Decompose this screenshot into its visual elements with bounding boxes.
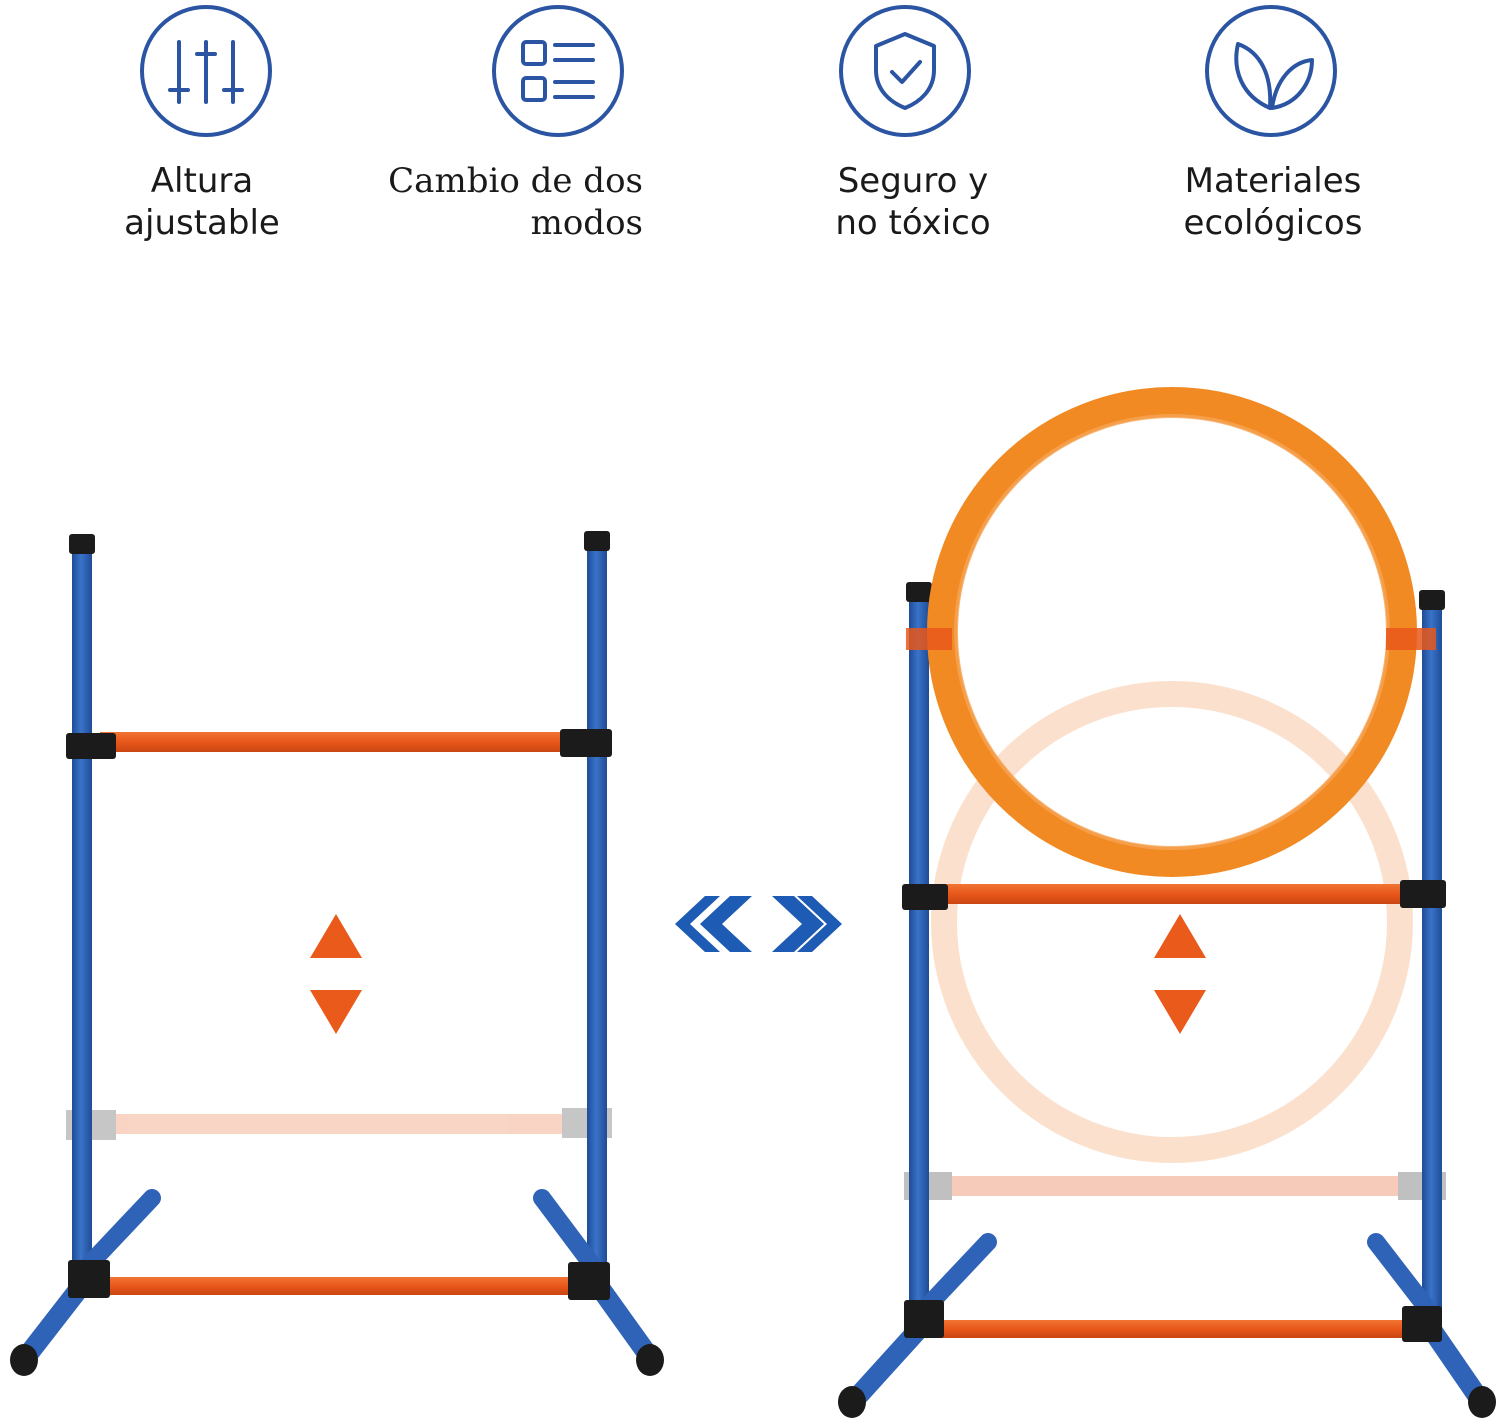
shield-check-icon (839, 5, 971, 137)
label-line: ajustable (124, 203, 280, 243)
label-line: no tóxico (835, 203, 991, 243)
label-line: Cambio de dos (388, 161, 643, 201)
product-illustration (10, 387, 1496, 1418)
right-pole (1422, 604, 1442, 1324)
jump-bar (100, 732, 570, 752)
arrow-up-icon (1154, 914, 1206, 958)
feature-label: Cambio de dos modos (378, 160, 643, 244)
arrow-down-icon (310, 990, 362, 1034)
left-pole (909, 596, 929, 1316)
label-line: ecológicos (1183, 203, 1363, 243)
faded-bar-lower (66, 1108, 612, 1140)
jump-hoop (927, 387, 1417, 877)
jump-bar (940, 884, 1410, 904)
hoop-jump (838, 387, 1496, 1418)
label-line: modos (530, 203, 643, 243)
left-pole (72, 548, 92, 1268)
hurdle-jump (10, 531, 664, 1376)
swap-arrows-icon (675, 896, 842, 952)
sliders-icon (140, 5, 272, 137)
label-line: Altura (150, 161, 254, 201)
faded-hoop-lower (904, 681, 1446, 1200)
label-line: Materiales (1184, 161, 1362, 201)
arrow-up-icon (310, 914, 362, 958)
arrow-down-icon (1154, 990, 1206, 1034)
right-pole (587, 546, 607, 1271)
label-line: Seguro y (837, 161, 989, 201)
feature-label: Altura ajustable (122, 160, 282, 244)
feature-label: Seguro y no tóxico (828, 160, 998, 244)
feature-label: Materiales ecológicos (1176, 160, 1370, 244)
list-icon (492, 5, 624, 137)
leaves-icon (1205, 5, 1337, 137)
